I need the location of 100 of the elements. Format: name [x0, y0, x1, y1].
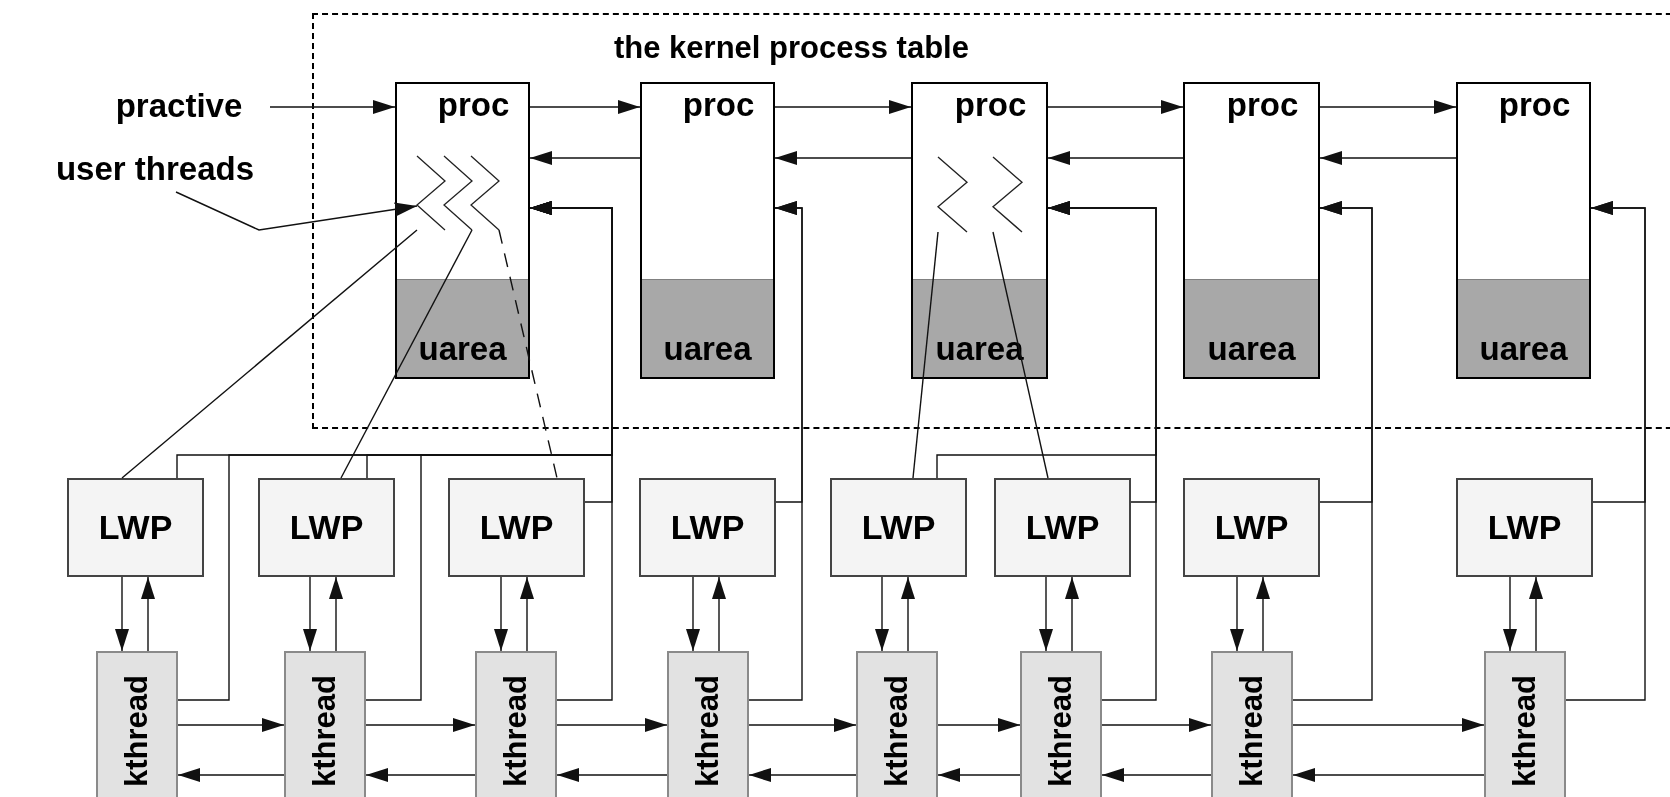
- dashed-region: [312, 13, 1670, 429]
- uarea-band: uarea: [397, 279, 528, 377]
- kthread-box: [96, 651, 178, 797]
- arrow: [365, 718, 476, 732]
- proc-label: proc: [436, 85, 511, 125]
- connector-line: [498, 229, 558, 479]
- table-title: the kernel process table: [614, 29, 969, 67]
- arrow: [875, 576, 889, 652]
- arrow: [774, 100, 912, 114]
- arrow: [1039, 576, 1053, 652]
- arrow: [303, 576, 317, 652]
- arrow: [1256, 576, 1270, 652]
- arrow: [494, 576, 508, 652]
- zigzag-icon: [993, 157, 1022, 232]
- kthread-box: [667, 651, 749, 797]
- arrow: [1529, 576, 1543, 652]
- zigzag-icon: [444, 156, 472, 230]
- lwp-box: [448, 478, 585, 577]
- kthread-label: kthread: [1232, 675, 1270, 787]
- kthread-box: [1020, 651, 1102, 797]
- arrow: [556, 718, 668, 732]
- process-box: [911, 82, 1048, 379]
- process-box: [640, 82, 775, 379]
- annotation-label: user threads: [55, 149, 255, 190]
- proc-label: proc: [953, 85, 1028, 125]
- kthread-label: kthread: [305, 675, 343, 787]
- arrow: [686, 576, 700, 652]
- process-box: [1456, 82, 1591, 379]
- arrow: [1292, 718, 1485, 732]
- kthread-label: kthread: [877, 675, 915, 787]
- arrow: [1292, 768, 1485, 782]
- arrow: [901, 576, 915, 652]
- arrow: [141, 576, 155, 652]
- arrow: [115, 576, 129, 652]
- arrow: [1101, 718, 1212, 732]
- annotation-label: practive: [115, 86, 243, 127]
- lwp-box: [258, 478, 395, 577]
- arrow: [748, 768, 857, 782]
- kthread-box: [284, 651, 366, 797]
- proc-label: proc: [681, 85, 756, 125]
- uarea-band: uarea: [642, 279, 773, 377]
- kthread-label: kthread: [688, 675, 726, 787]
- arrow: [529, 151, 641, 165]
- arrow: [748, 718, 857, 732]
- lwp-box: [67, 478, 204, 577]
- process-box: [1183, 82, 1320, 379]
- lwp-label: LWP: [670, 507, 745, 548]
- lwp-label: LWP: [1214, 507, 1289, 548]
- arrow: [1101, 768, 1212, 782]
- uarea-band: uarea: [1185, 279, 1318, 377]
- proc-label: proc: [1225, 85, 1300, 125]
- arrow: [365, 768, 476, 782]
- kthread-label: kthread: [1505, 675, 1543, 787]
- arrow: [1065, 576, 1079, 652]
- arrow: [1230, 576, 1244, 652]
- uarea-band: uarea: [1458, 279, 1589, 377]
- lwp-label: LWP: [861, 507, 936, 548]
- process-box: [395, 82, 530, 379]
- arrow: [1319, 100, 1457, 114]
- lwp-box: [1456, 478, 1593, 577]
- lwp-label: LWP: [1487, 507, 1562, 548]
- lwp-label: LWP: [289, 507, 364, 548]
- kthread-box: [1484, 651, 1566, 797]
- proc-label: proc: [1497, 85, 1572, 125]
- arrow: [937, 768, 1021, 782]
- connector-line: [121, 229, 418, 479]
- kthread-box: [856, 651, 938, 797]
- connector-line: [340, 229, 473, 479]
- arrow: [1319, 151, 1457, 165]
- lwp-label: LWP: [479, 507, 554, 548]
- kthread-box: [1211, 651, 1293, 797]
- lwp-label: LWP: [98, 507, 173, 548]
- arrow: [520, 576, 534, 652]
- lwp-box: [994, 478, 1131, 577]
- kthread-label: kthread: [496, 675, 534, 787]
- arrow: [1503, 576, 1517, 652]
- arrow: [177, 768, 285, 782]
- lwp-box: [1183, 478, 1320, 577]
- arrow: [937, 718, 1021, 732]
- arrow: [1292, 201, 1373, 701]
- arrow: [1047, 151, 1184, 165]
- arrow: [529, 100, 641, 114]
- lwp-box: [830, 478, 967, 577]
- arrow: [175, 191, 418, 231]
- arrow: [329, 576, 343, 652]
- lwp-label: LWP: [1025, 507, 1100, 548]
- zigzag-icon: [417, 156, 445, 230]
- arrow: [748, 201, 803, 701]
- arrow: [1565, 201, 1646, 701]
- arrow: [1047, 100, 1184, 114]
- arrow: [1047, 201, 1157, 701]
- arrow: [774, 151, 912, 165]
- arrow: [556, 768, 668, 782]
- connector-line: [912, 231, 939, 479]
- kthread-label: kthread: [117, 675, 155, 787]
- lwp-box: [639, 478, 776, 577]
- arrow: [712, 576, 726, 652]
- zigzag-icon: [471, 156, 499, 230]
- kthread-label: kthread: [1041, 675, 1079, 787]
- arrow: [269, 100, 396, 114]
